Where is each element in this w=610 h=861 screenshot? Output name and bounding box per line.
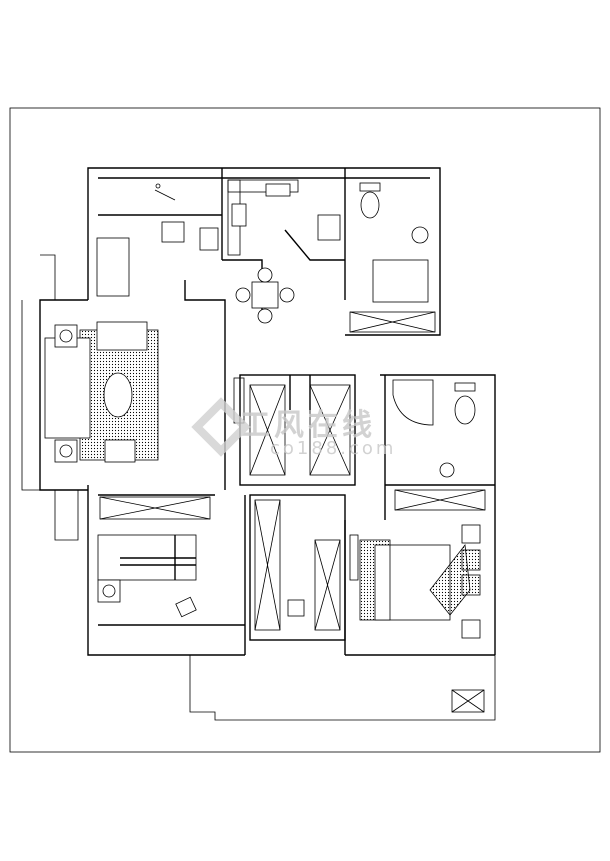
furniture <box>44 182 481 639</box>
drawing-frame <box>9 107 601 753</box>
walls <box>21 167 496 721</box>
cabinets <box>99 179 486 631</box>
